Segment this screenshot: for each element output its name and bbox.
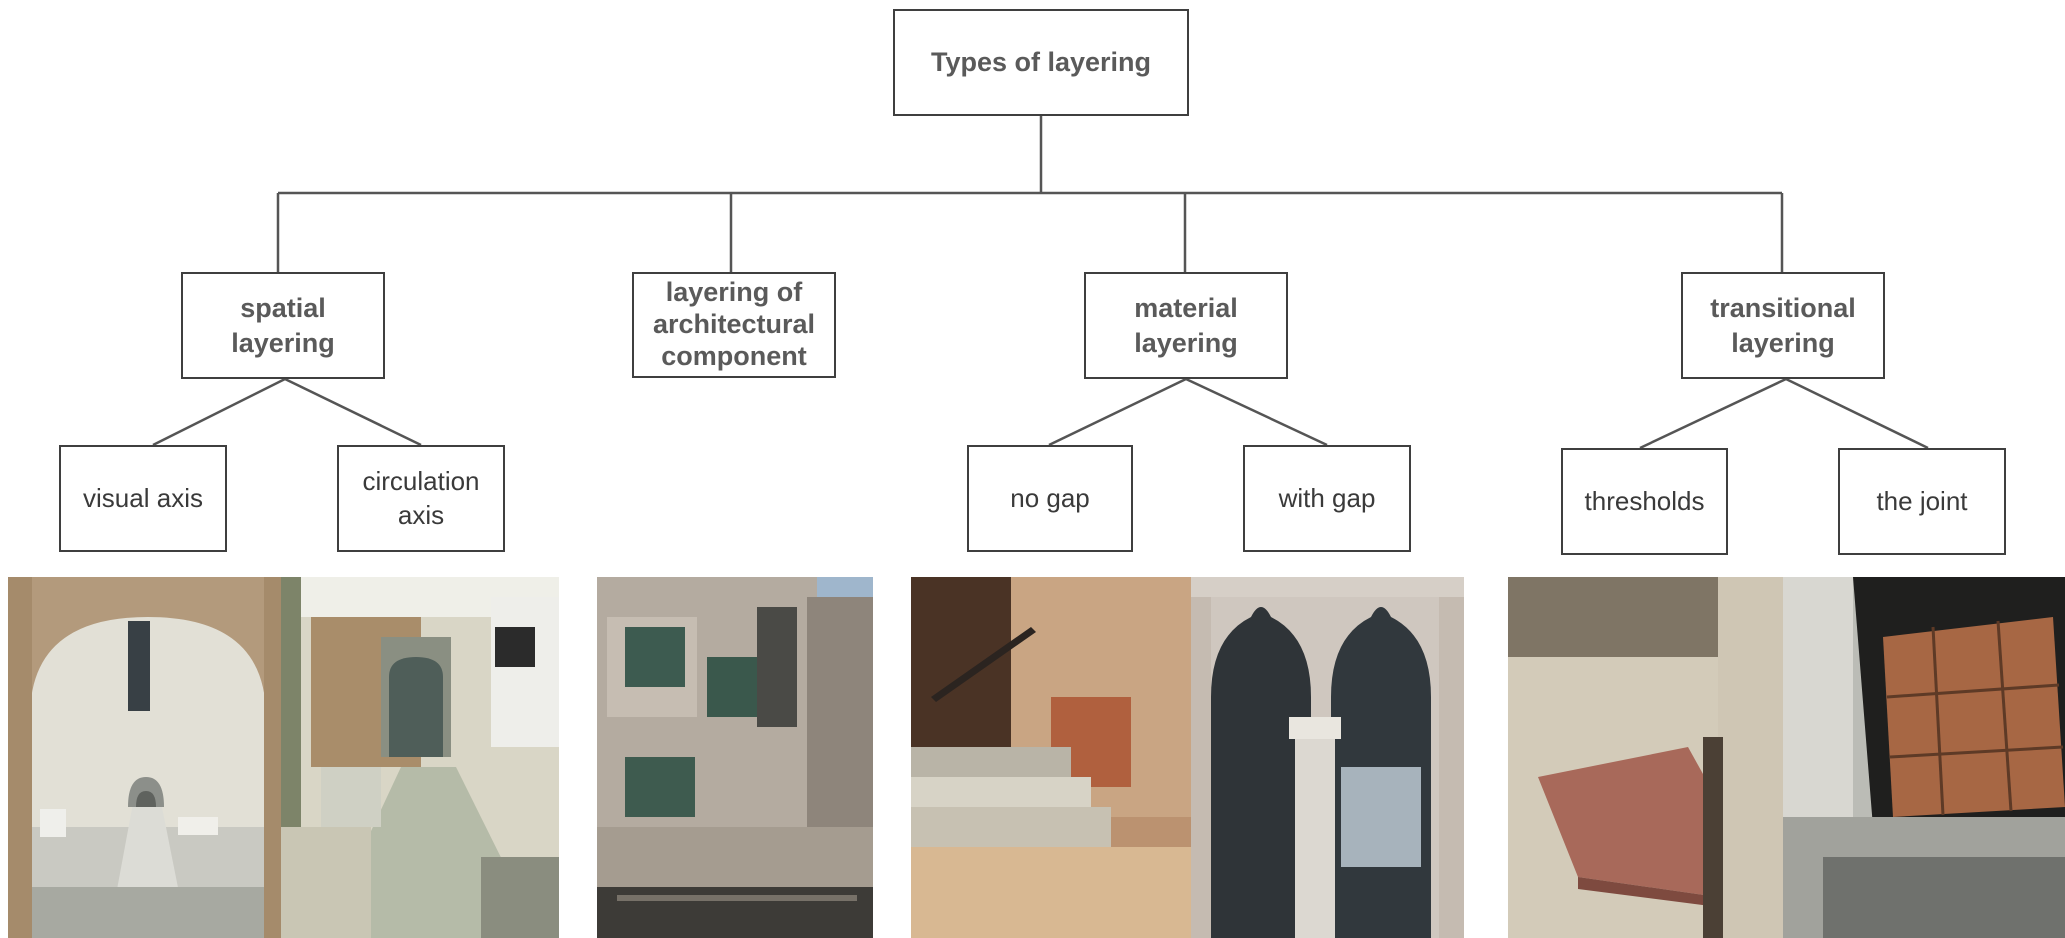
leaf-the-joint: the joint [1838, 448, 2006, 555]
leaf-label: circulation axis [362, 466, 480, 530]
photo-threshold-stone-step [1508, 577, 1783, 938]
leaf-no-gap: no gap [967, 445, 1133, 552]
category-label: layering of architectural component [652, 277, 816, 371]
photo-with-gap-gothic-window [1191, 577, 1464, 938]
leaf-label: the joint [1876, 485, 1968, 516]
leaf-circulation-axis: circulation axis [337, 445, 505, 552]
leaf-label: no gap [1010, 482, 1090, 513]
photo-architectural-component-facade [597, 577, 873, 938]
photo-circulation-axis-ramp [281, 577, 559, 938]
category-label: spatial layering [231, 292, 335, 358]
leaf-label: with gap [1278, 482, 1376, 513]
leaf-with-gap: with gap [1243, 445, 1411, 552]
category-label: transitional layering [1710, 292, 1856, 358]
photo-joint-floor-tiles [1783, 577, 2065, 938]
photo-no-gap-stair [911, 577, 1191, 938]
leaf-visual-axis: visual axis [59, 445, 227, 552]
category-spatial-layering: spatial layering [181, 272, 385, 379]
category-label: material layering [1134, 292, 1238, 358]
root-node-label: Types of layering [930, 47, 1152, 78]
category-architectural-component: layering of architectural component [632, 272, 836, 378]
leaf-thresholds: thresholds [1561, 448, 1728, 555]
category-transitional-layering: transitional layering [1681, 272, 1885, 379]
category-material-layering: material layering [1084, 272, 1288, 379]
leaf-label: thresholds [1584, 485, 1705, 516]
photo-visual-axis-arcade [8, 577, 281, 938]
leaf-label: visual axis [83, 482, 203, 513]
root-node: Types of layering [893, 9, 1189, 116]
